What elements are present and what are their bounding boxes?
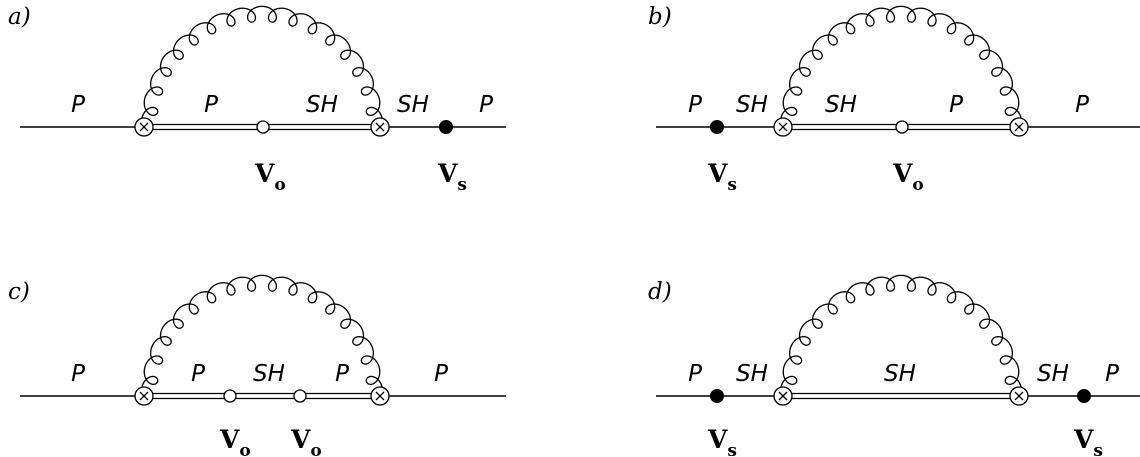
cross-vertex-right-b (1009, 117, 1029, 137)
gluon-loop-d (779, 274, 1023, 391)
panel-label-c: c) (8, 279, 30, 305)
vertex-label-a-1: Vo (254, 159, 286, 195)
gluon-loop-b (779, 5, 1023, 122)
filled-vertex-d-2 (1077, 389, 1091, 403)
line-label: P (688, 92, 702, 118)
line-label: P (71, 92, 85, 118)
line-label: P (1105, 361, 1119, 387)
filled-vertex-a-2 (439, 120, 453, 134)
cross-vertex-left-d (773, 386, 793, 406)
panel-label-a: a) (8, 4, 31, 30)
vertex-label-c-2: Vo (290, 425, 322, 457)
line-label: P (191, 361, 205, 387)
line-label: P (479, 92, 493, 118)
panel-label-d: d) (648, 279, 672, 305)
line-label: P (1075, 92, 1089, 118)
vertex-label-b-2: Vo (892, 159, 924, 195)
open-vertex-c-2 (293, 389, 307, 403)
vertex-label-b-1: Vs (707, 159, 737, 195)
line-label: SH (397, 92, 429, 118)
line-label: P (335, 361, 349, 387)
diagram-b: b) P SH SH P P Vs Vo (648, 4, 1140, 195)
gluon-curl-path (140, 5, 384, 122)
vertex-label-d-1: Vs (707, 425, 737, 457)
vertex-label-c-1: Vo (219, 425, 251, 457)
gluon-curl-path (140, 274, 384, 391)
line-label: SH (1037, 361, 1069, 387)
gluon-loop-a (140, 5, 384, 122)
line-label: P (204, 92, 218, 118)
open-vertex-c-1 (223, 389, 237, 403)
vertex-label-a-2: Vs (437, 159, 467, 195)
line-label: P (434, 361, 448, 387)
line-label: SH (825, 92, 857, 118)
gluon-loop-c (140, 274, 384, 391)
gluon-curl-path (779, 274, 1023, 391)
cross-vertex-left-c (134, 386, 154, 406)
cross-vertex-right-a (370, 117, 390, 137)
line-label: SH (306, 92, 338, 118)
line-label: SH (736, 92, 768, 118)
line-label: P (949, 92, 963, 118)
line-label: SH (884, 361, 916, 387)
cross-vertex-right-d (1009, 386, 1029, 406)
panel-label-b: b) (648, 4, 672, 30)
vertex-label-d-2: Vs (1073, 425, 1103, 457)
open-vertex-b-2 (895, 120, 909, 134)
diagram-c: c) P P SH P P Vo Vo (8, 274, 506, 457)
line-label: SH (736, 361, 768, 387)
cross-vertex-left-b (773, 117, 793, 137)
line-label: P (688, 361, 702, 387)
filled-vertex-b-1 (710, 120, 724, 134)
gluon-curl-path (779, 5, 1023, 122)
cross-vertex-right-c (370, 386, 390, 406)
line-label: P (71, 361, 85, 387)
diagram-a: a) P P SH SH P Vo Vs (8, 4, 506, 195)
filled-vertex-d-1 (710, 389, 724, 403)
cross-vertex-left-a (134, 117, 154, 137)
open-vertex-a-1 (256, 120, 270, 134)
diagram-d: d) P SH SH SH P Vs Vs (648, 274, 1140, 457)
line-label: SH (253, 361, 285, 387)
